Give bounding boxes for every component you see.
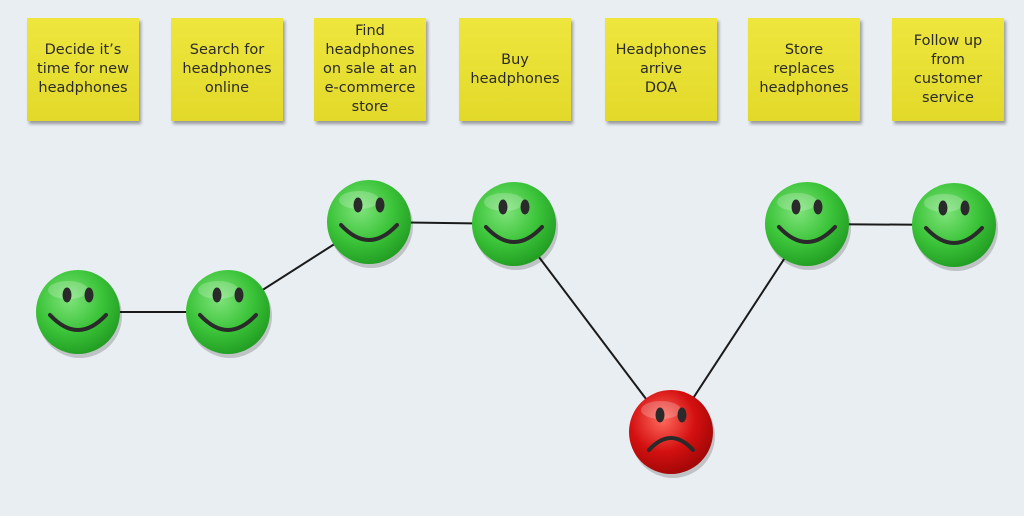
sticky-note-step-6: Store replaces headphones xyxy=(748,18,860,121)
smiley-face-icon xyxy=(472,182,558,270)
smiley-face-icon xyxy=(765,182,851,270)
sticky-note-step-2: Search for headphones online xyxy=(171,18,283,121)
sticky-note-step-7: Follow up from customer service xyxy=(892,18,1004,121)
smiley-face-icon xyxy=(912,183,998,271)
sticky-note-step-3: Find headphones on sale at an e-commerce… xyxy=(314,18,426,121)
smiley-face-icon xyxy=(327,180,413,268)
smiley-face-icon xyxy=(36,270,122,358)
sticky-note-step-1: Decide it’s time for new headphones xyxy=(27,18,139,121)
smiley-face-icon xyxy=(186,270,272,358)
connector-line xyxy=(513,223,672,433)
sticky-note-step-5: Headphones arrive DOA xyxy=(605,18,717,121)
sticky-note-step-4: Buy headphones xyxy=(459,18,571,121)
sad-face-icon xyxy=(629,390,715,478)
